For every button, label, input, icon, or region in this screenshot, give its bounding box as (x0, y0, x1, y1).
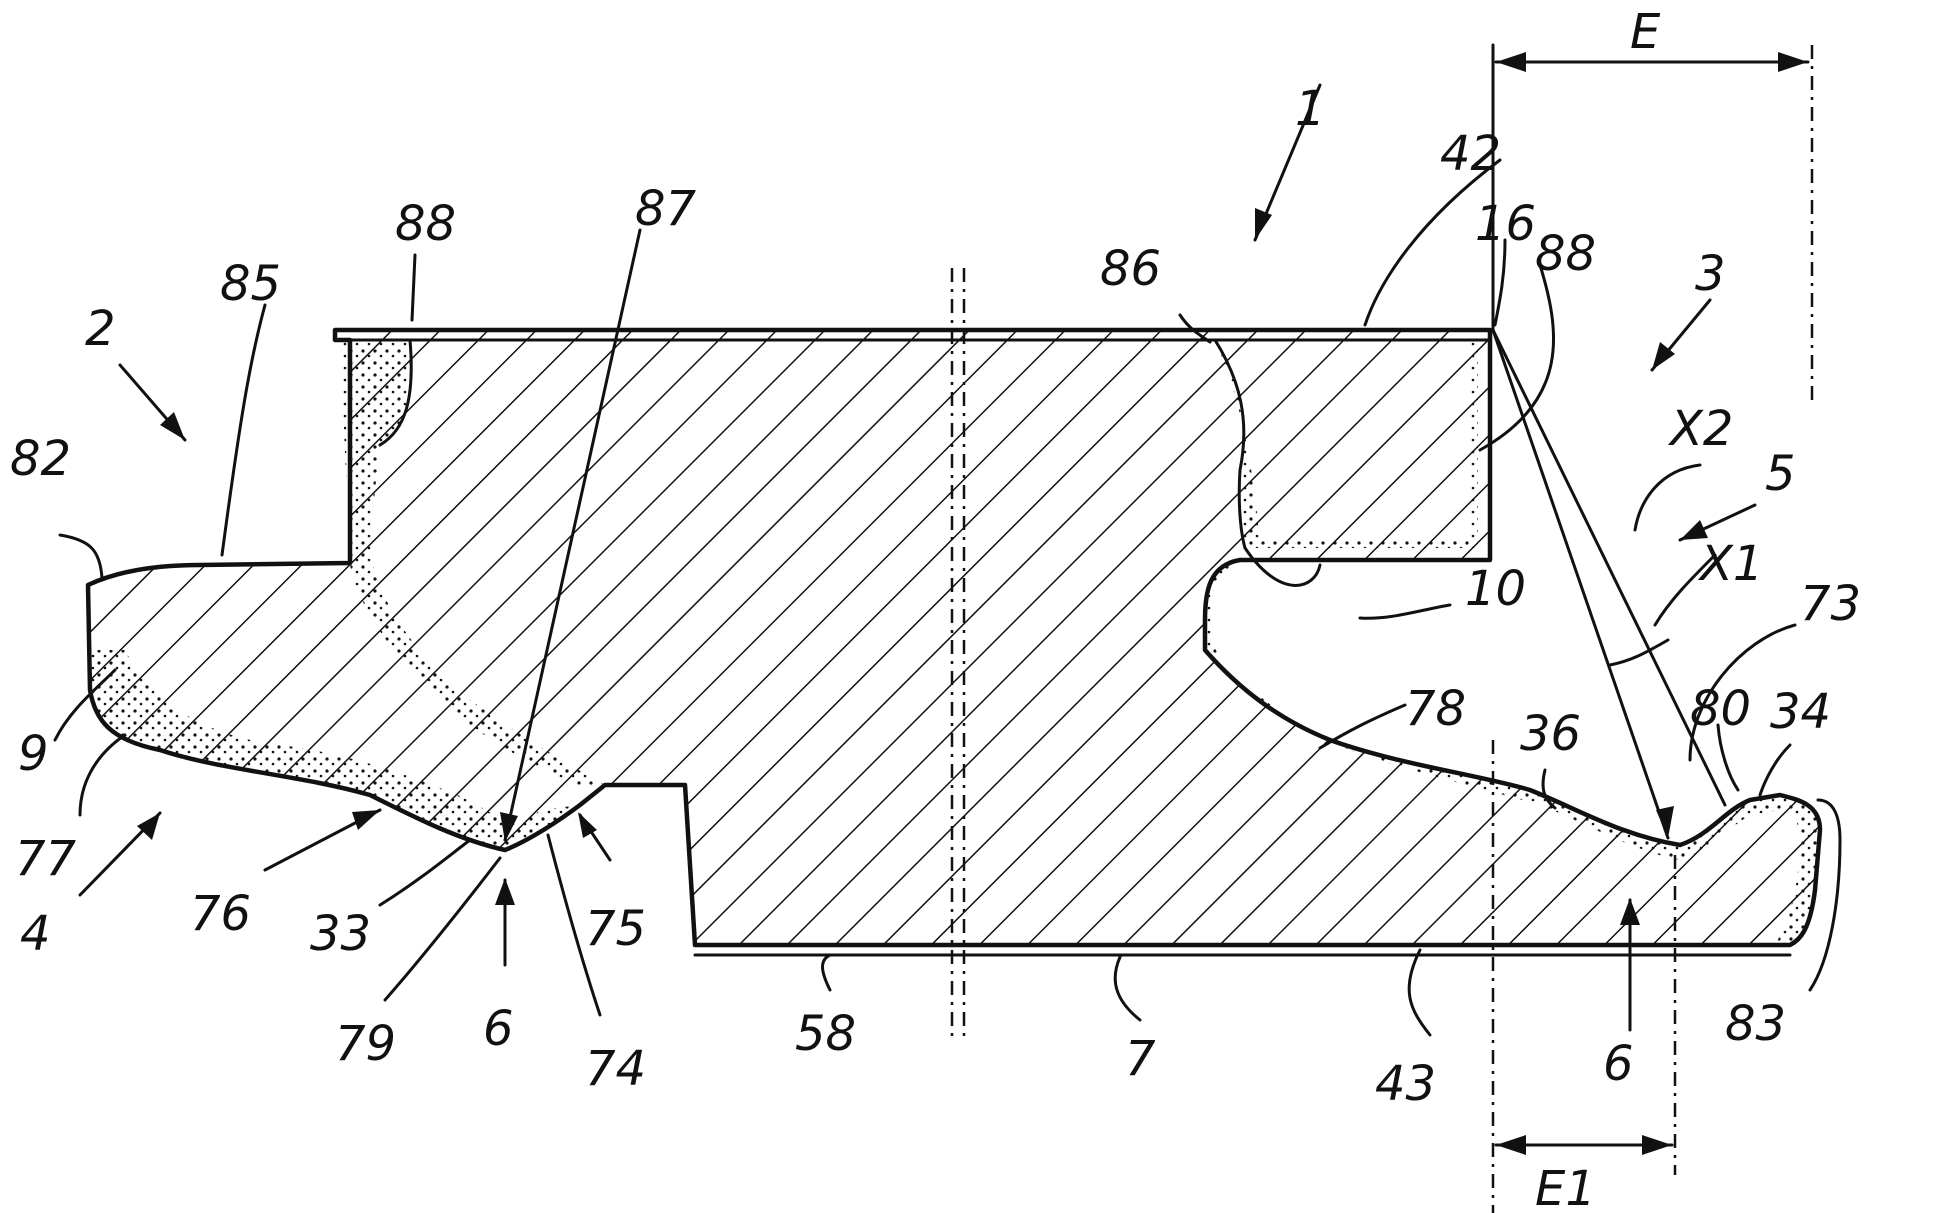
label-16: 16 (1475, 196, 1536, 252)
arrow-76-head (352, 810, 380, 830)
label-2: 2 (85, 301, 116, 357)
label-34: 34 (1770, 684, 1831, 740)
label-78: 78 (1405, 681, 1466, 737)
label-5: 5 (1765, 446, 1796, 502)
leader-85 (222, 305, 265, 555)
leader-77 (80, 735, 125, 815)
label-X2: X2 (1667, 401, 1733, 457)
leader-X2 (1635, 465, 1700, 530)
label-X1: X1 (1697, 536, 1763, 592)
label-76: 76 (190, 886, 251, 942)
label-36: 36 (1520, 706, 1581, 762)
dim-E-arrow-right (1778, 52, 1808, 72)
label-85: 85 (220, 256, 281, 312)
label-3: 3 (1695, 246, 1726, 302)
label-79: 79 (335, 1016, 396, 1072)
label-6-left: 6 (483, 1001, 514, 1057)
label-88-right: 88 (1535, 226, 1596, 282)
label-33: 33 (310, 906, 371, 962)
label-43: 43 (1375, 1056, 1436, 1112)
leader-34 (1760, 745, 1790, 795)
label-10: 10 (1465, 561, 1526, 617)
label-E: E (1630, 4, 1661, 60)
leader-82 (60, 535, 102, 578)
label-82: 82 (10, 431, 71, 487)
label-9: 9 (18, 726, 49, 782)
label-42: 42 (1440, 126, 1501, 182)
label-83: 83 (1725, 996, 1786, 1052)
leader-79 (385, 858, 500, 1000)
leader-33 (380, 840, 470, 905)
label-88-left: 88 (395, 196, 456, 252)
label-74: 74 (585, 1041, 646, 1097)
label-86: 86 (1100, 241, 1161, 297)
label-6-right: 6 (1603, 1036, 1634, 1092)
dim-E1-arrow-left (1496, 1135, 1526, 1155)
angle-arc (1610, 640, 1668, 665)
leader-10 (1360, 605, 1450, 618)
leader-16 (1495, 240, 1505, 325)
label-75: 75 (585, 901, 646, 957)
label-80: 80 (1690, 681, 1751, 737)
leader-58 (823, 955, 831, 990)
label-1: 1 (1295, 81, 1326, 137)
label-87: 87 (635, 181, 697, 237)
label-4: 4 (20, 906, 51, 962)
label-7: 7 (1125, 1031, 1156, 1087)
leader-43 (1409, 950, 1430, 1035)
arrow-6-left-head (495, 878, 515, 905)
leader-88-left (412, 255, 415, 320)
leader-7 (1115, 957, 1140, 1020)
label-77: 77 (15, 831, 77, 887)
leader-78 (1320, 705, 1405, 748)
label-73: 73 (1800, 576, 1861, 632)
arrow-4-head (137, 813, 160, 840)
dim-E1-arrow-right (1642, 1135, 1672, 1155)
label-58: 58 (795, 1006, 856, 1062)
arrow-1-head (1255, 208, 1272, 240)
dim-E-arrow-left (1496, 52, 1526, 72)
label-E1: E1 (1535, 1161, 1596, 1213)
